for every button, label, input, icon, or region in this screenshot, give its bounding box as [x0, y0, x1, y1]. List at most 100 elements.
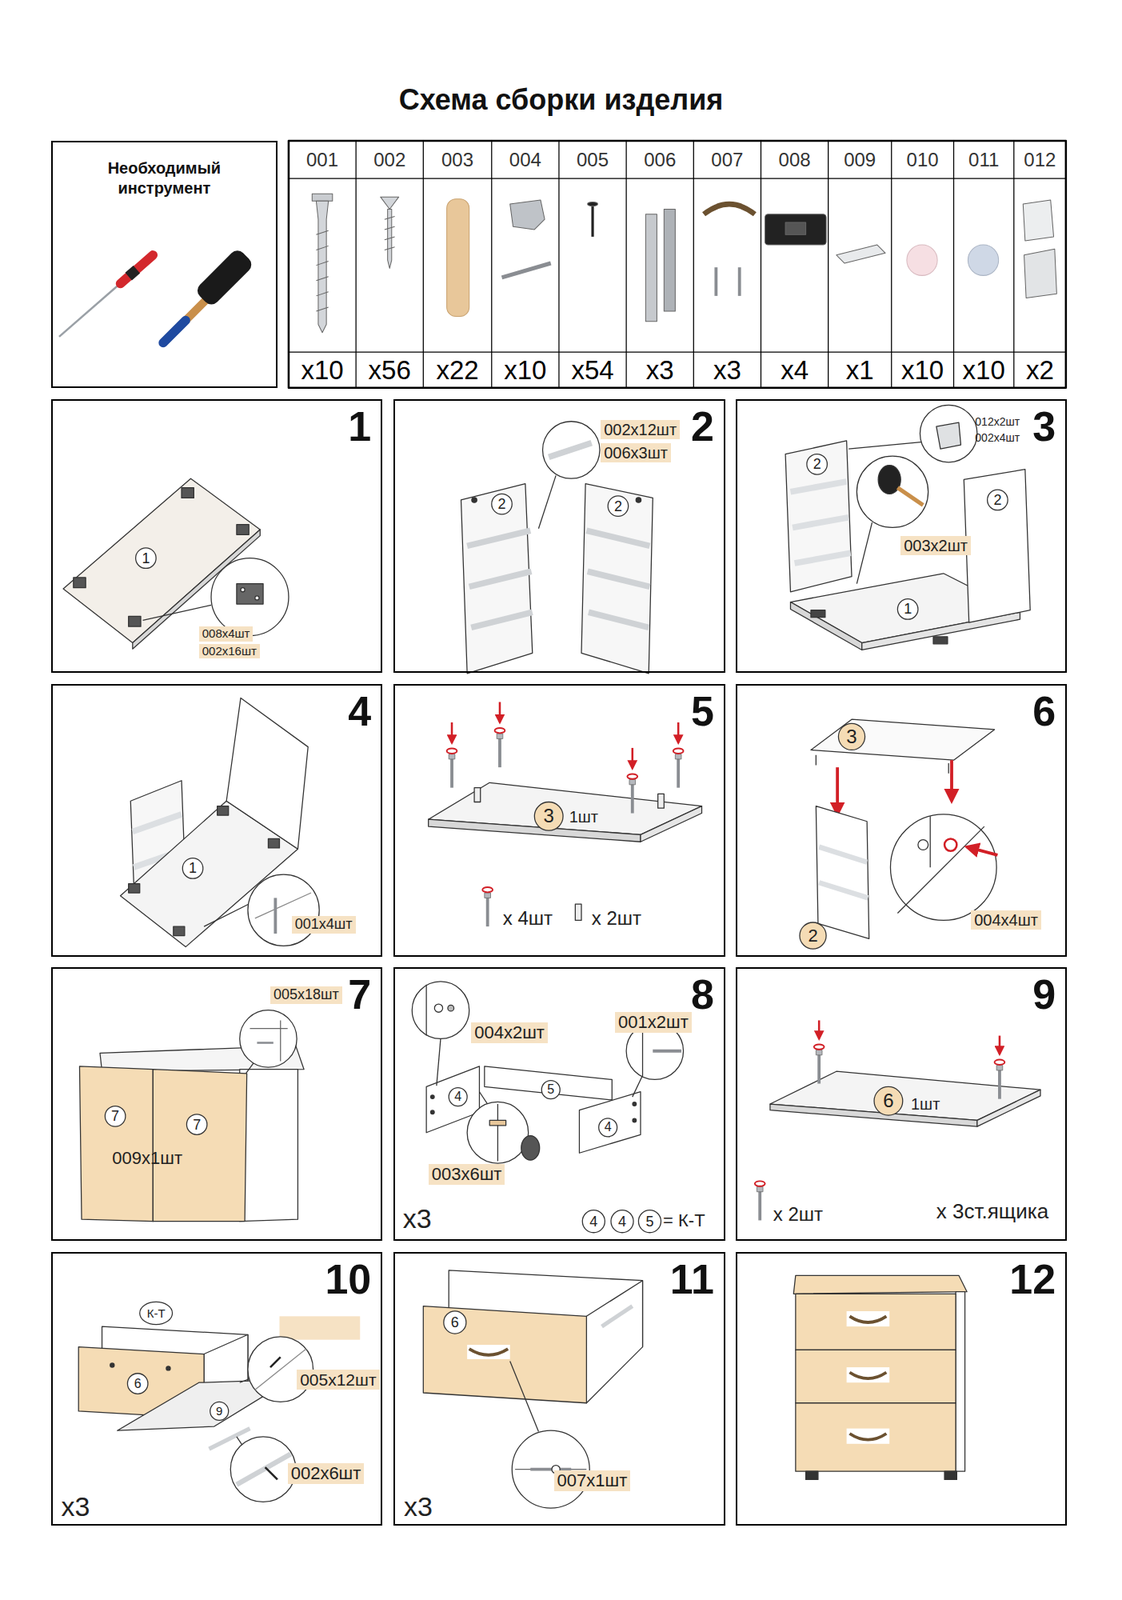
callout-number: 6	[882, 1090, 894, 1111]
part-cell: 012 x2	[1014, 140, 1067, 388]
part-quantity: x10	[962, 351, 1006, 388]
tool-box: Необходимый инструмент	[51, 140, 278, 388]
callout-number: 4	[604, 1120, 612, 1134]
quantity-note: x 4шт	[503, 907, 553, 929]
callout-number: 2	[498, 496, 507, 512]
part-code: 012	[1023, 140, 1056, 179]
callout-number: 7	[111, 1108, 120, 1123]
part-code: 003	[441, 140, 474, 179]
part-code: 005	[576, 140, 609, 179]
quantity-note: 002x4шт	[974, 431, 1020, 444]
part-quantity: x54	[570, 351, 614, 388]
step-panel: 12	[735, 1251, 1068, 1526]
part-cell: 011 x10	[954, 140, 1015, 388]
part-cell: 001x10	[288, 140, 356, 388]
callout-number: 2	[614, 499, 623, 514]
callout-number: 4	[454, 1090, 462, 1103]
quantity-note: = К-Т	[662, 1210, 706, 1230]
step-12-art	[793, 1274, 967, 1479]
step-number: 4	[347, 690, 372, 732]
step-4-art	[120, 697, 320, 947]
step-9-art	[754, 1019, 1041, 1220]
part-icons	[311, 193, 1057, 332]
part-code: 010	[906, 140, 939, 179]
callout-number: 1	[141, 551, 150, 566]
callout-number: 1	[188, 860, 197, 875]
fastener-count: 004x2шт	[471, 1022, 548, 1043]
step-panel: 8	[393, 966, 726, 1241]
part-code: 009	[843, 140, 876, 179]
fastener-count: 005x18шт	[270, 986, 343, 1004]
part-cell: 006 x3	[626, 140, 694, 388]
step-number: 10	[324, 1257, 372, 1300]
callout-number: 9	[215, 1404, 223, 1417]
callout-number: 2	[807, 926, 818, 945]
callout-number: К-Т	[147, 1306, 166, 1319]
fastener-count: 003x2шт	[900, 535, 971, 556]
step-number: 7	[347, 973, 372, 1015]
step-number: 8	[690, 973, 715, 1015]
quantity-note: x 2шт	[591, 907, 642, 929]
quantity-note: 012x2шт	[974, 415, 1020, 428]
step-panel: 5	[393, 683, 726, 958]
quantity-note: 1шт	[569, 807, 599, 826]
quantity-note: x3	[403, 1491, 433, 1522]
callout-number: 4	[589, 1213, 598, 1229]
callout-number: 3	[846, 726, 857, 747]
step-1-art	[63, 478, 289, 649]
callout-number: 5	[547, 1082, 555, 1096]
part-quantity: x3	[713, 351, 742, 388]
part-code: 011	[968, 140, 999, 179]
fastener-count: 001x4шт	[291, 915, 356, 934]
step-number: 1	[347, 405, 372, 448]
quantity-note: x 3ст.ящика	[936, 1199, 1049, 1223]
callout-number: 3	[543, 806, 555, 826]
step-7-art	[79, 1010, 304, 1222]
fastener-count: 005x12шт	[296, 1369, 380, 1390]
part-quantity: x10	[300, 351, 344, 388]
part-cell: 009 x1	[828, 140, 892, 388]
quantity-note: x3	[403, 1203, 432, 1234]
part-quantity: x1	[846, 351, 875, 388]
fastener-count: 006x3шт	[600, 443, 671, 463]
part-cell: 005 x54	[559, 140, 627, 388]
step-3-art	[785, 404, 1031, 650]
page-title: Схема сборки изделия	[0, 83, 1122, 117]
fastener-count: 002x16шт	[199, 643, 260, 659]
callout-number: 6	[451, 1314, 460, 1330]
part-cell: 008x4	[760, 140, 828, 388]
quantity-note: x 2шт	[773, 1203, 823, 1225]
part-cell: 007x3	[693, 140, 761, 388]
step-number: 2	[690, 405, 715, 448]
part-cell: 004 x10	[491, 140, 560, 388]
part-cell: 003 x22	[423, 140, 492, 388]
part-code: 004	[509, 140, 542, 179]
part-cell: 010 x10	[891, 140, 955, 388]
callout-number: 2	[813, 456, 822, 472]
part-quantity: x3	[646, 351, 675, 388]
fastener-count: 008x4шт	[199, 626, 254, 642]
step-6-art	[799, 718, 998, 949]
part-quantity: x4	[780, 351, 809, 388]
fastener-count: 001x2шт	[614, 1011, 692, 1033]
fastener-count: 007x1шт	[554, 1469, 631, 1491]
part-cell: 002x56	[355, 140, 424, 388]
part-quantity: x10	[503, 351, 547, 388]
tool-heading: Необходимый инструмент	[97, 158, 232, 199]
callout-number: 4	[618, 1213, 627, 1229]
part-code: 002	[373, 140, 406, 179]
callout-number: 2	[993, 492, 1002, 508]
part-quantity: x22	[435, 351, 479, 388]
callout-number: 1	[903, 601, 912, 616]
step-panel: 7	[51, 966, 384, 1241]
step-number: 9	[1032, 973, 1056, 1015]
step-number: 11	[670, 1257, 715, 1300]
part-quantity: x10	[901, 351, 944, 388]
part-code: 006	[643, 140, 676, 179]
fastener-count: 004x4шт	[970, 910, 1042, 930]
quantity-note: 009x1шт	[111, 1148, 183, 1168]
callout-number: 5	[645, 1213, 654, 1229]
part-quantity: x2	[1026, 351, 1055, 388]
